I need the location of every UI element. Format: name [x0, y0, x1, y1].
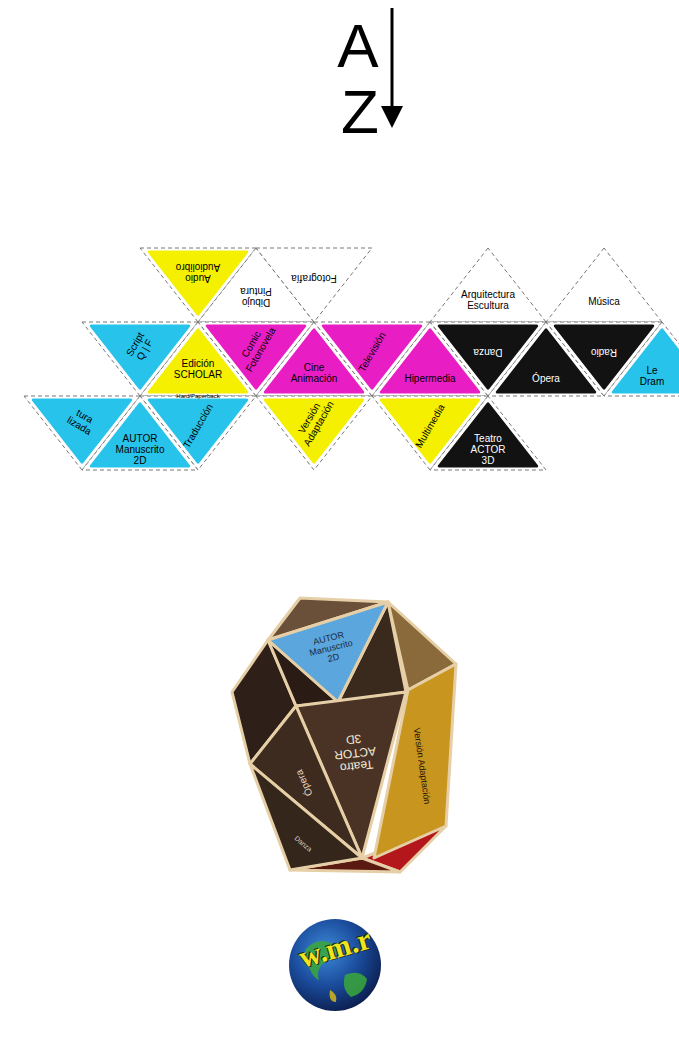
direction-arrow — [381, 8, 403, 128]
net-face: Versión Adaptación — [256, 396, 372, 470]
solid-face-shape — [250, 764, 362, 870]
color-face — [91, 404, 188, 466]
axis-letter: Z — [341, 81, 379, 143]
face-label: Hipermedia — [404, 373, 455, 384]
face-outline — [256, 248, 372, 322]
face-label: Teatro ACTOR 3D — [471, 433, 506, 467]
net-face: Teatro ACTOR 3D — [430, 396, 546, 470]
face-label: Teatro ACTOR 3D — [332, 730, 378, 774]
face-label: Fotografía — [291, 272, 337, 283]
solid-face-shape — [374, 664, 456, 858]
globe-logo — [289, 919, 381, 1011]
face-label: Edición SCHOLAR — [174, 358, 222, 380]
axis-letter: A — [337, 15, 378, 77]
face-outline — [546, 248, 662, 322]
fold-triangle — [546, 248, 662, 322]
solid-face-shape — [268, 602, 388, 702]
face-label: Hard/Paperback — [176, 393, 219, 400]
net-face: Arquitectura Escultura — [430, 248, 546, 322]
net-face: Le Dram — [604, 322, 679, 396]
net-face: AUTOR Manuscrito 2D — [82, 396, 198, 470]
net-face: Música — [546, 248, 662, 322]
face-label: Música — [588, 297, 620, 308]
fold-triangle — [430, 248, 546, 322]
face-label: Ópera — [532, 373, 560, 384]
solid-face: AUTOR Manuscrito 2D — [268, 602, 388, 702]
face-label: Dibujo Pintura — [240, 286, 272, 308]
fold-triangle — [430, 396, 546, 470]
color-face — [613, 330, 679, 392]
face-label: Danza — [474, 346, 503, 357]
icosahedron-render — [232, 598, 456, 872]
solid-face: Versión Adaptación — [374, 664, 456, 858]
net-face: Fotografía — [256, 248, 372, 322]
face-label: AUTOR Manuscrito 2D — [116, 433, 165, 467]
fold-triangle — [604, 322, 679, 396]
face-label: Le Dram — [640, 365, 664, 387]
fold-triangle — [256, 248, 372, 322]
color-face — [439, 404, 536, 466]
face-label: Cine Animación — [291, 362, 338, 384]
face-label: Audio Audiolibro — [176, 261, 220, 283]
face-outline — [374, 664, 456, 858]
face-label: Radio — [591, 346, 617, 357]
fold-triangle — [82, 396, 198, 470]
face-label: Arquitectura Escultura — [461, 289, 515, 311]
